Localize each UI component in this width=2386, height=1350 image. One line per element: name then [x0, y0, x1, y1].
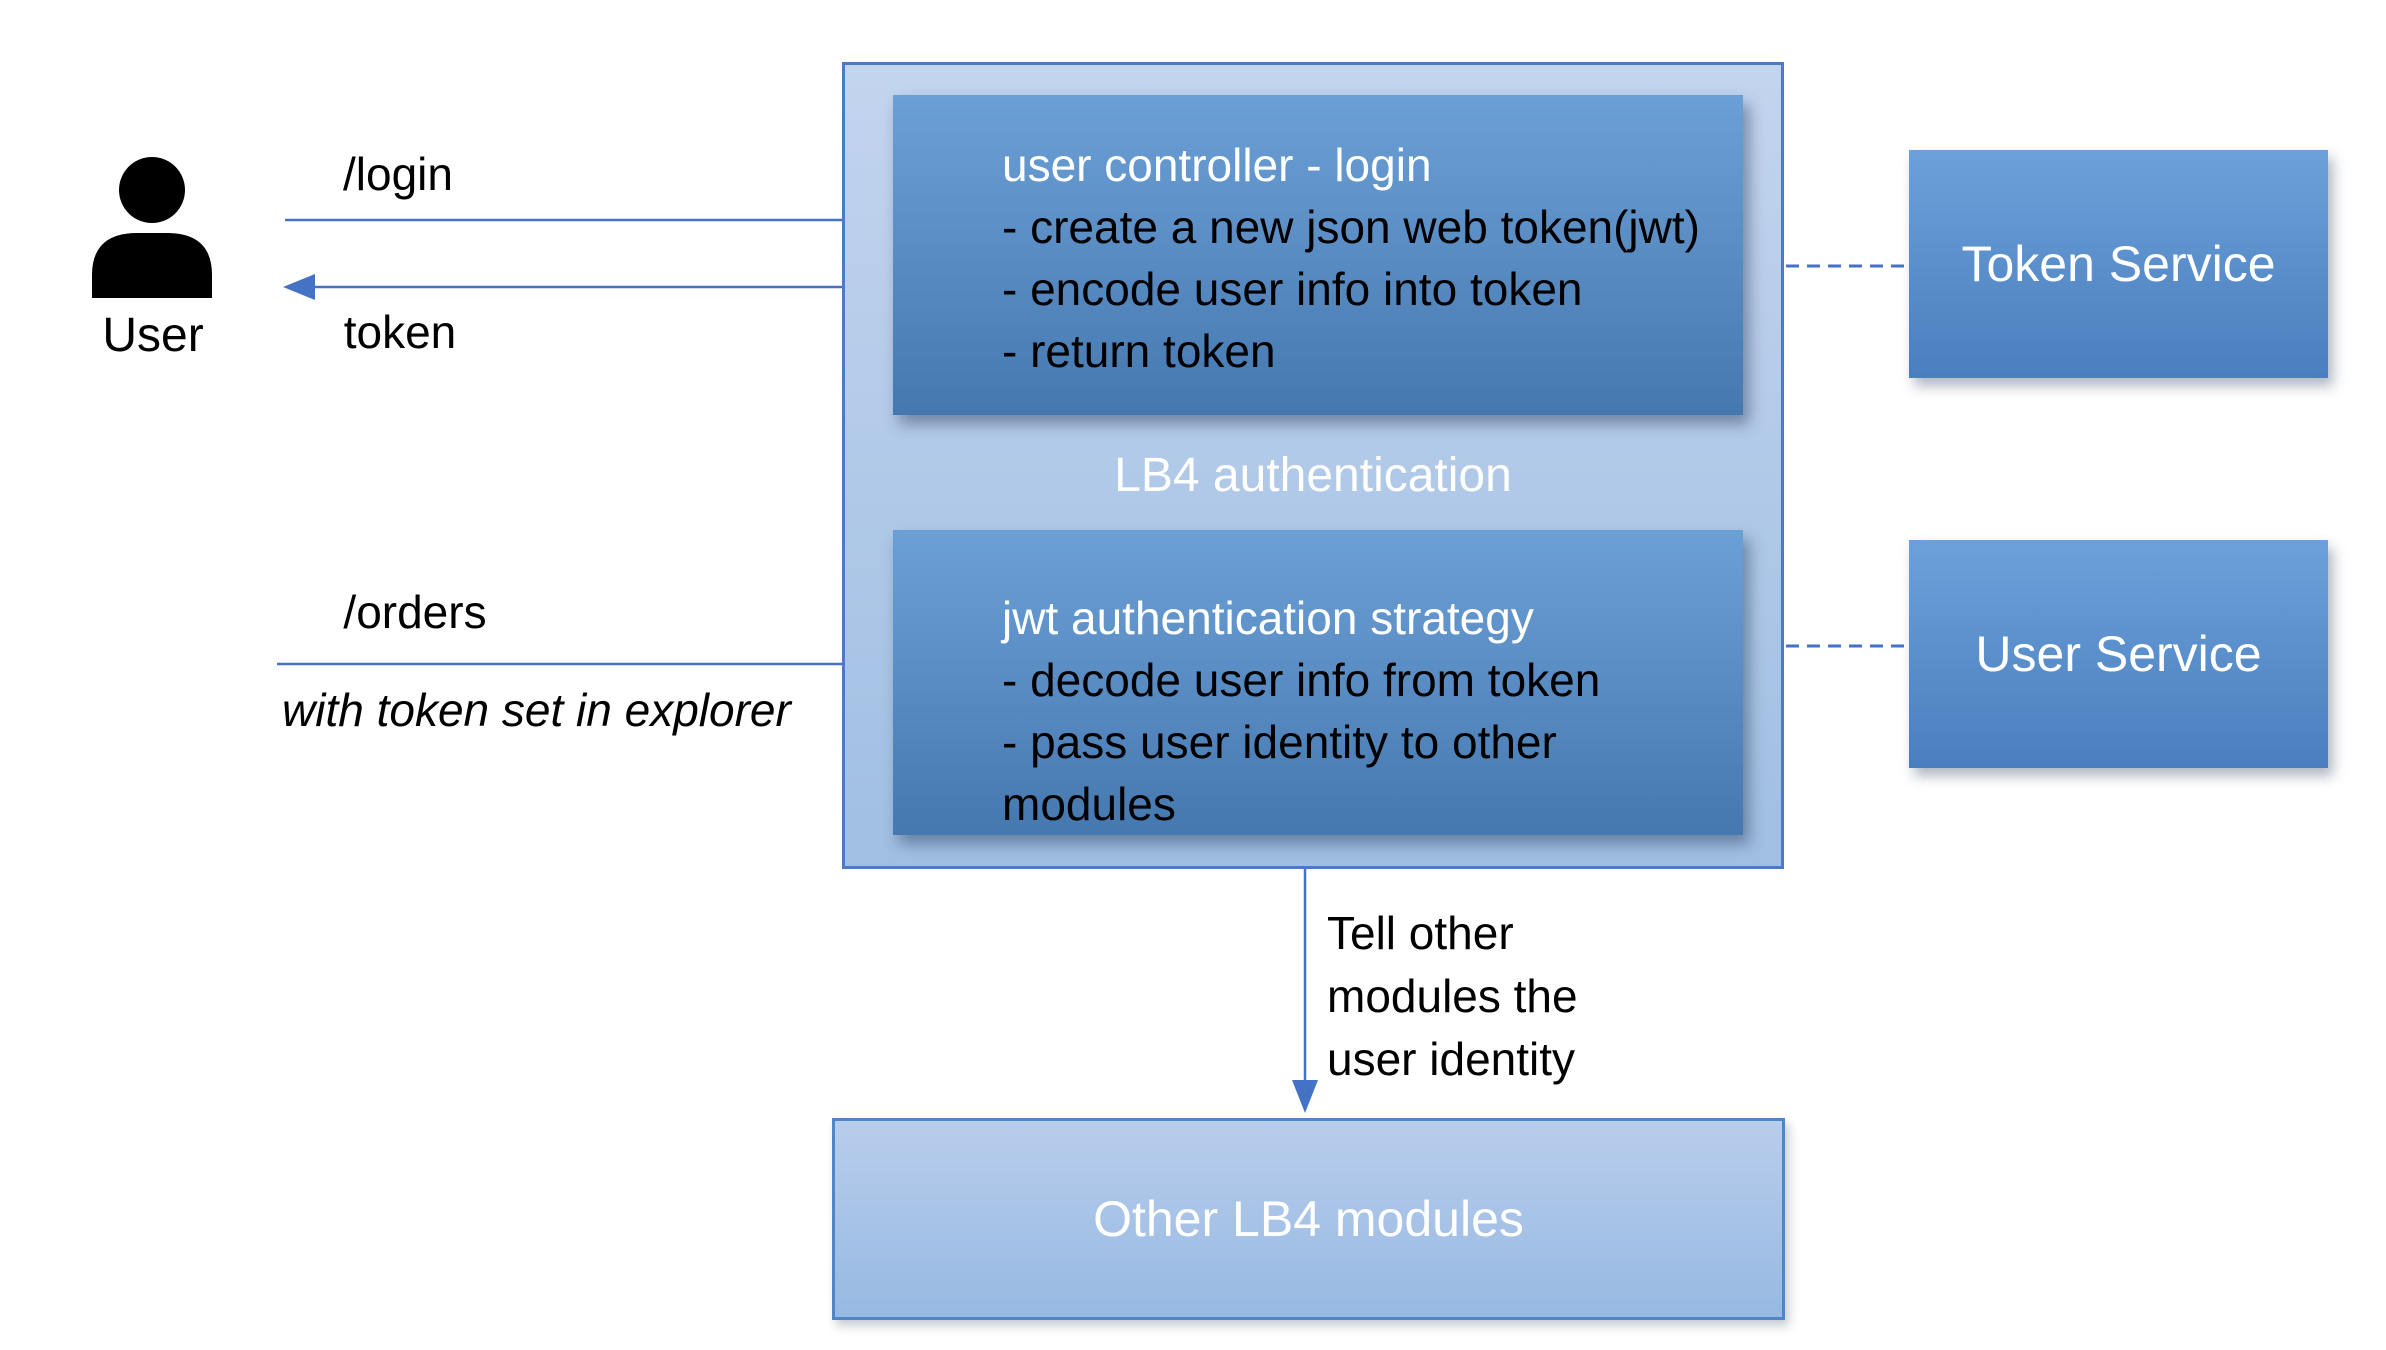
identity-annotation-line: modules the: [1327, 970, 1578, 1022]
token-service-box: Token Service: [1909, 150, 2328, 378]
jwt-strategy-box: jwt authentication strategy - decode use…: [893, 530, 1743, 835]
jwt-strategy-bullet: - decode user info from token: [1002, 654, 1601, 706]
jwt-strategy-bullet: - pass user identity to other modules: [1002, 716, 1557, 830]
identity-arrow: [1292, 838, 1318, 1113]
lb4-authentication-label: LB4 authentication: [1114, 449, 1512, 502]
user-controller-bullet: - encode user info into token: [1002, 263, 1583, 315]
orders-flow-note: with token set in explorer: [282, 684, 791, 736]
user-controller-box: user controller - login - create a new j…: [893, 95, 1743, 415]
user-controller-title: user controller - login: [1002, 139, 1432, 191]
user-service-box: User Service: [1909, 540, 2328, 768]
login-flow-label: /login: [343, 148, 453, 200]
user-service-label: User Service: [1975, 626, 2262, 682]
identity-annotation-line: Tell other: [1327, 907, 1514, 959]
user-actor-icon: [92, 157, 212, 298]
token-flow-label: token: [343, 306, 457, 358]
lb4-authentication-container: user controller - login - create a new j…: [842, 62, 1784, 869]
user-actor-label: User: [102, 309, 204, 362]
token-service-label: Token Service: [1961, 236, 2276, 292]
identity-annotation-line: user identity: [1327, 1033, 1576, 1085]
other-lb4-modules-box: Other LB4 modules: [832, 1118, 1785, 1320]
jwt-strategy-title: jwt authentication strategy: [1002, 592, 1534, 644]
user-controller-bullet: - create a new json web token(jwt): [1002, 201, 1700, 253]
identity-annotation: Tell other modules the user identity: [1327, 902, 1578, 1091]
user-controller-bullet: - return token: [1002, 325, 1276, 377]
other-lb4-modules-label: Other LB4 modules: [1093, 1191, 1524, 1247]
orders-flow-label: /orders: [343, 586, 487, 638]
